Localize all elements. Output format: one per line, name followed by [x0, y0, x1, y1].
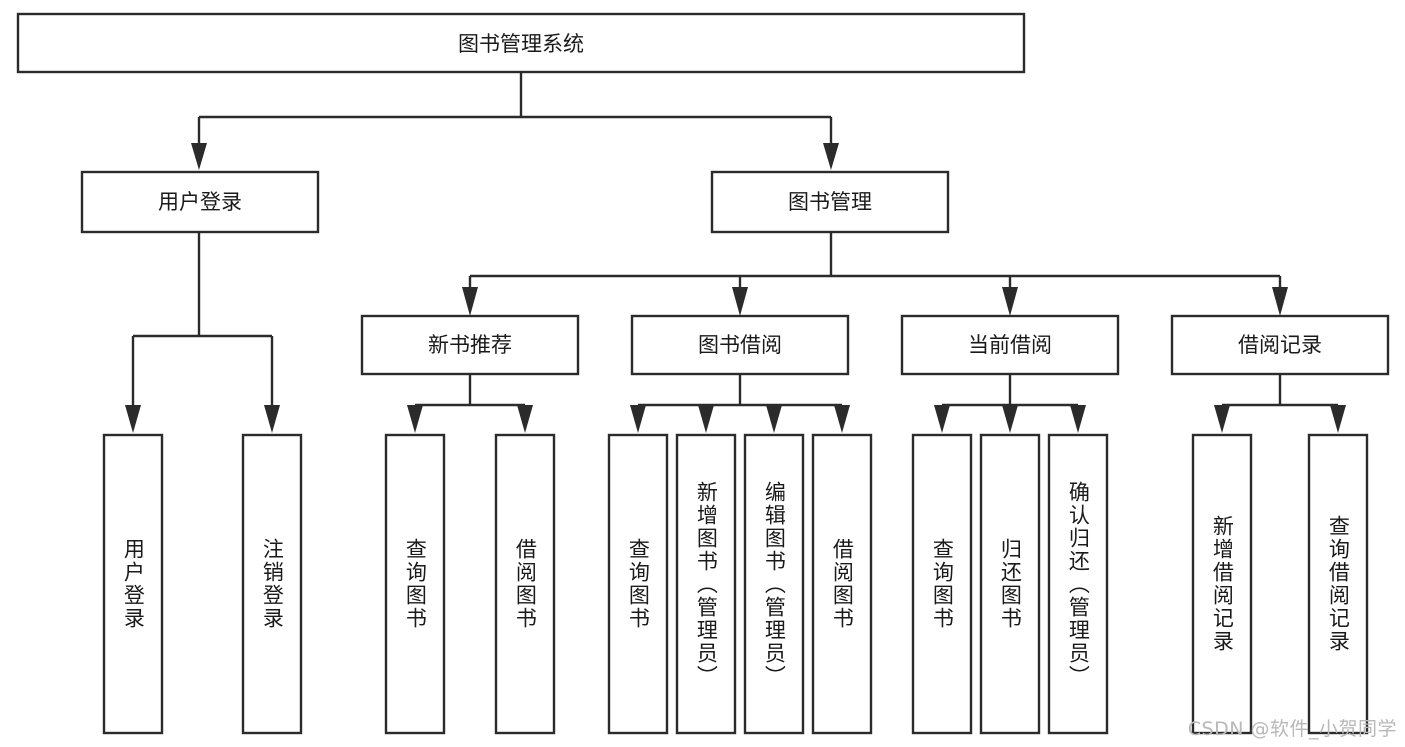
leaf-box-newbook-2[interactable]: [494, 433, 556, 735]
node-current-borrow-box[interactable]: [900, 314, 1120, 376]
node-root-box[interactable]: [16, 12, 1026, 74]
leaf-box-user-login-2[interactable]: [241, 433, 303, 735]
arrow-user-leaf-1: [125, 405, 141, 433]
arrow-book-to-newbook: [462, 287, 478, 316]
leaf-box-current-2[interactable]: [979, 433, 1041, 735]
leaf-box-current-3[interactable]: [1047, 433, 1109, 735]
connector-group-book-manage: [462, 232, 1288, 316]
connector-group-user-login: [125, 232, 280, 433]
connector-group-record: [1214, 374, 1346, 433]
node-current-borrow[interactable]: 当前借阅: [900, 314, 1120, 376]
node-user-login-label: 用户登录: [158, 190, 242, 214]
node-borrow-record[interactable]: 借阅记录: [1170, 314, 1390, 376]
leaf-box-borrow-1[interactable]: [607, 433, 669, 735]
leaf-box-borrow-4[interactable]: [811, 433, 873, 735]
node-current-borrow-label: 当前借阅: [968, 333, 1052, 357]
arrow-borrow-leaf-3: [766, 405, 782, 433]
node-new-book-recommend-box[interactable]: [360, 314, 580, 376]
node-book-manage[interactable]: 图书管理: [710, 170, 950, 234]
leaf-box-record-2[interactable]: [1307, 433, 1369, 735]
connector-group-borrow: [630, 374, 850, 433]
node-root-label: 图书管理系统: [458, 32, 584, 56]
leaf-box-borrow-3[interactable]: [743, 433, 805, 735]
arrow-record-leaf-1: [1214, 405, 1230, 433]
node-book-manage-box[interactable]: [710, 170, 950, 234]
arrow-book-to-record: [1272, 287, 1288, 316]
arrow-borrow-leaf-1: [630, 405, 646, 433]
node-book-borrow-label: 图书借阅: [698, 333, 782, 357]
arrow-root-to-book: [823, 143, 839, 170]
leaf-box-newbook-1[interactable]: [384, 433, 446, 735]
leaf-box-borrow-2[interactable]: [675, 433, 737, 735]
node-new-book-recommend[interactable]: 新书推荐: [360, 314, 580, 376]
arrow-book-to-current: [1002, 287, 1018, 316]
node-root[interactable]: 图书管理系统: [16, 12, 1026, 74]
leaf-box-user-login-1[interactable]: [102, 433, 164, 735]
node-user-login-box[interactable]: [80, 170, 320, 234]
connector-group-root: [191, 72, 839, 170]
node-borrow-record-box[interactable]: [1170, 314, 1390, 376]
node-borrow-record-label: 借阅记录: [1238, 333, 1322, 357]
csdn-watermark: CSDN @软件_小贺同学: [1187, 718, 1397, 740]
arrow-current-leaf-3: [1070, 405, 1086, 433]
connector-group-current: [934, 374, 1086, 433]
node-book-borrow[interactable]: 图书借阅: [630, 314, 850, 376]
arrow-root-to-user: [191, 143, 207, 170]
arrow-borrow-leaf-2: [698, 405, 714, 433]
arrow-borrow-leaf-4: [834, 405, 850, 433]
node-new-book-recommend-label: 新书推荐: [428, 333, 512, 357]
arrow-book-to-borrow: [732, 287, 748, 316]
arrow-user-leaf-2: [264, 405, 280, 433]
node-book-borrow-box[interactable]: [630, 314, 850, 376]
arrow-newbook-leaf-1: [407, 405, 423, 433]
arrow-current-leaf-2: [1002, 405, 1018, 433]
connector-group-newbook: [407, 374, 533, 433]
arrow-newbook-leaf-2: [517, 405, 533, 433]
node-user-login[interactable]: 用户登录: [80, 170, 320, 234]
arrow-current-leaf-1: [934, 405, 950, 433]
arrow-record-leaf-2: [1330, 405, 1346, 433]
leaf-box-current-1[interactable]: [911, 433, 973, 735]
node-book-manage-label: 图书管理: [788, 190, 872, 214]
leaf-box-record-1[interactable]: [1191, 433, 1253, 735]
